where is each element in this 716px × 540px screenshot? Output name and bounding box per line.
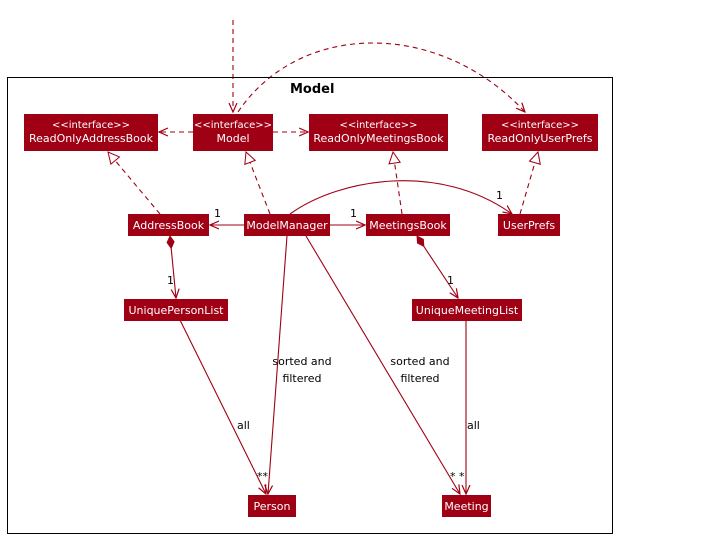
role-sorted-filtered-meeting: sorted and filtered: [380, 355, 460, 386]
multiplicity-addressbook: 1: [214, 207, 221, 220]
role-line: sorted and: [272, 355, 332, 368]
class-uniquemeetinglist[interactable]: UniqueMeetingList: [412, 299, 522, 321]
modelmanager-realization-line: [246, 152, 271, 215]
multiplicity-meeting: * *: [450, 470, 465, 483]
class-name: ReadOnlyMeetingsBook: [313, 132, 444, 145]
stereotype-label: <<interface>>: [339, 120, 418, 131]
package-title: Model: [290, 82, 335, 97]
modelmanager-userprefs-association: [289, 180, 512, 214]
class-readonlyaddressbook[interactable]: <<interface>> ReadOnlyAddressBook: [24, 114, 158, 151]
model-package-frame: [7, 77, 613, 534]
class-name: ReadOnlyAddressBook: [28, 132, 154, 145]
uniquepersonlist-person-association: [179, 319, 266, 494]
class-name: ReadOnlyUserPrefs: [487, 132, 593, 145]
class-meeting[interactable]: Meeting: [442, 495, 491, 517]
model-userprefs-dependency-line: [237, 42, 525, 112]
role-sorted-filtered-person: sorted and filtered: [262, 355, 342, 386]
class-person[interactable]: Person: [248, 495, 296, 517]
multiplicity-meetingsbook: 1: [350, 207, 357, 220]
stereotype-label: <<interface>>: [193, 120, 273, 131]
class-userprefs[interactable]: UserPrefs: [498, 214, 560, 236]
stereotype-label: <<interface>>: [500, 120, 580, 131]
role-line: filtered: [400, 372, 440, 385]
addressbook-uniquepersonlist-composition: [170, 236, 176, 298]
class-readonlymeetingsbook[interactable]: <<interface>> ReadOnlyMeetingsBook: [309, 114, 448, 151]
role-line: filtered: [282, 372, 322, 385]
stereotype-label: <<interface>>: [51, 120, 131, 131]
addressbook-realization-line: [108, 152, 161, 215]
role-all-person: all: [237, 419, 250, 432]
meetingsbook-uniquemeetinglist-composition: [417, 236, 458, 298]
modelmanager-meeting-association: [305, 235, 460, 494]
role-line: sorted and: [390, 355, 450, 368]
class-uniquepersonlist[interactable]: UniquePersonList: [124, 299, 228, 321]
multiplicity-person: **: [257, 470, 268, 483]
multiplicity-userprefs: 1: [496, 189, 503, 202]
multiplicity-uniquepersonlist: 1: [167, 274, 174, 287]
class-modelmanager[interactable]: ModelManager: [244, 214, 330, 236]
class-model[interactable]: <<interface>> Model: [193, 114, 273, 151]
class-addressbook[interactable]: AddressBook: [128, 214, 209, 236]
modelmanager-person-association: [268, 235, 288, 494]
role-all-meeting: all: [467, 419, 480, 432]
class-readonlyuserprefs[interactable]: <<interface>> ReadOnlyUserPrefs: [482, 114, 598, 151]
meetingsbook-realization-line: [393, 152, 403, 215]
userprefs-realization-line: [519, 152, 538, 215]
multiplicity-uniquemeetinglist: 1: [447, 274, 454, 287]
class-name: Model: [216, 132, 250, 145]
class-meetingsbook[interactable]: MeetingsBook: [366, 214, 450, 236]
